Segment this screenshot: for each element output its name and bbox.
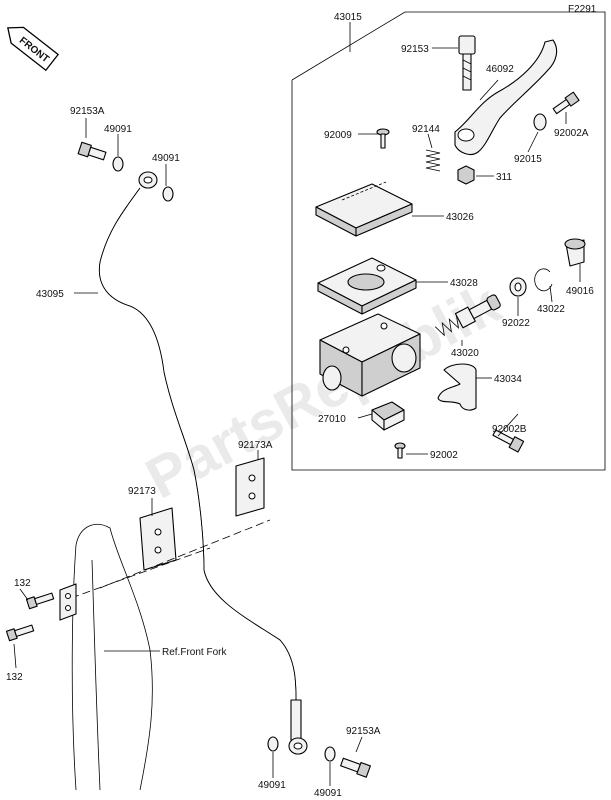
- collar-92015: [533, 113, 547, 131]
- diaphragm: [317, 257, 417, 315]
- callout-49091-upper-a: 49091: [104, 124, 132, 135]
- bolt-132-lower: [5, 624, 35, 642]
- banjo-bolt-upper: [77, 141, 107, 161]
- piston-set: [434, 294, 501, 337]
- front-direction-icon: FRONT: [7, 26, 60, 72]
- screw-92002: [394, 442, 406, 459]
- callout-92153A-lower: 92153A: [346, 726, 381, 737]
- callout-92002B: 92002B: [492, 424, 527, 435]
- assembly-frame: [291, 11, 606, 471]
- master-cylinder-body: [319, 313, 421, 397]
- bolt-92002B: [492, 429, 525, 453]
- washer-49091-upper-a: [112, 156, 124, 172]
- callout-labels: 43015 92153 46092 92002A 92009 92144 920…: [6, 12, 594, 799]
- callout-46092: 46092: [486, 64, 514, 75]
- callout-92153: 92153: [401, 44, 429, 55]
- callout-49091-upper-b: 49091: [152, 153, 180, 164]
- callout-92173A: 92173A: [238, 440, 273, 451]
- spring-92144: [425, 149, 441, 172]
- washer-49091-lower-a: [267, 736, 279, 752]
- banjo-bolt-lower: [340, 757, 371, 778]
- front-fork-outline: [71, 524, 153, 791]
- banjo-fitting-lower: [288, 699, 308, 755]
- brake-lever: [454, 39, 558, 155]
- callout-92173: 92173: [128, 486, 156, 497]
- callout-27010: 27010: [318, 414, 346, 425]
- callout-132-upper: 132: [14, 578, 31, 589]
- lever-nut: [457, 165, 475, 185]
- reservoir-cap: [315, 181, 413, 237]
- callout-43028: 43028: [450, 278, 478, 289]
- callout-92022: 92022: [502, 318, 530, 329]
- hose-clamp-92173A: [235, 457, 265, 517]
- callout-43026: 43026: [446, 212, 474, 223]
- boot-49016: [564, 238, 586, 267]
- fork-bracket: [59, 583, 77, 621]
- circlip-43022: [534, 268, 553, 292]
- figure-code: F2291: [568, 4, 597, 15]
- callout-49016: 49016: [566, 286, 594, 297]
- washer-49091-lower-b: [324, 746, 336, 762]
- callout-92002A: 92002A: [554, 128, 589, 139]
- leader-lines: [13, 22, 581, 786]
- hose-clamp-92173: [139, 507, 177, 571]
- callout-43022: 43022: [537, 304, 565, 315]
- callout-43020: 43020: [451, 348, 479, 359]
- callout-43095: 43095: [36, 289, 64, 300]
- callout-92015: 92015: [514, 154, 542, 165]
- bolt-132-upper: [25, 592, 55, 610]
- bolt-92002A: [552, 91, 580, 115]
- callout-49091-lower-b: 49091: [314, 788, 342, 799]
- callout-49091-lower-a: 49091: [258, 780, 286, 791]
- brake-switch: [371, 401, 405, 431]
- callout-92153A-upper: 92153A: [70, 106, 105, 117]
- banjo-fitting-upper: [138, 171, 158, 189]
- callout-92002: 92002: [430, 450, 458, 461]
- callout-92144: 92144: [412, 124, 440, 135]
- callout-43015: 43015: [334, 12, 362, 23]
- callout-43034: 43034: [494, 374, 522, 385]
- ref-front-fork-note: Ref.Front Fork: [162, 647, 227, 658]
- pivot-bolt: [458, 35, 476, 91]
- screw-92009: [376, 128, 390, 149]
- callout-92009: 92009: [324, 130, 352, 141]
- washer-49091-upper-b: [162, 186, 174, 202]
- clamp-43034: [437, 363, 477, 411]
- callout-311: 311: [496, 172, 512, 183]
- callout-132-lower: 132: [6, 672, 23, 683]
